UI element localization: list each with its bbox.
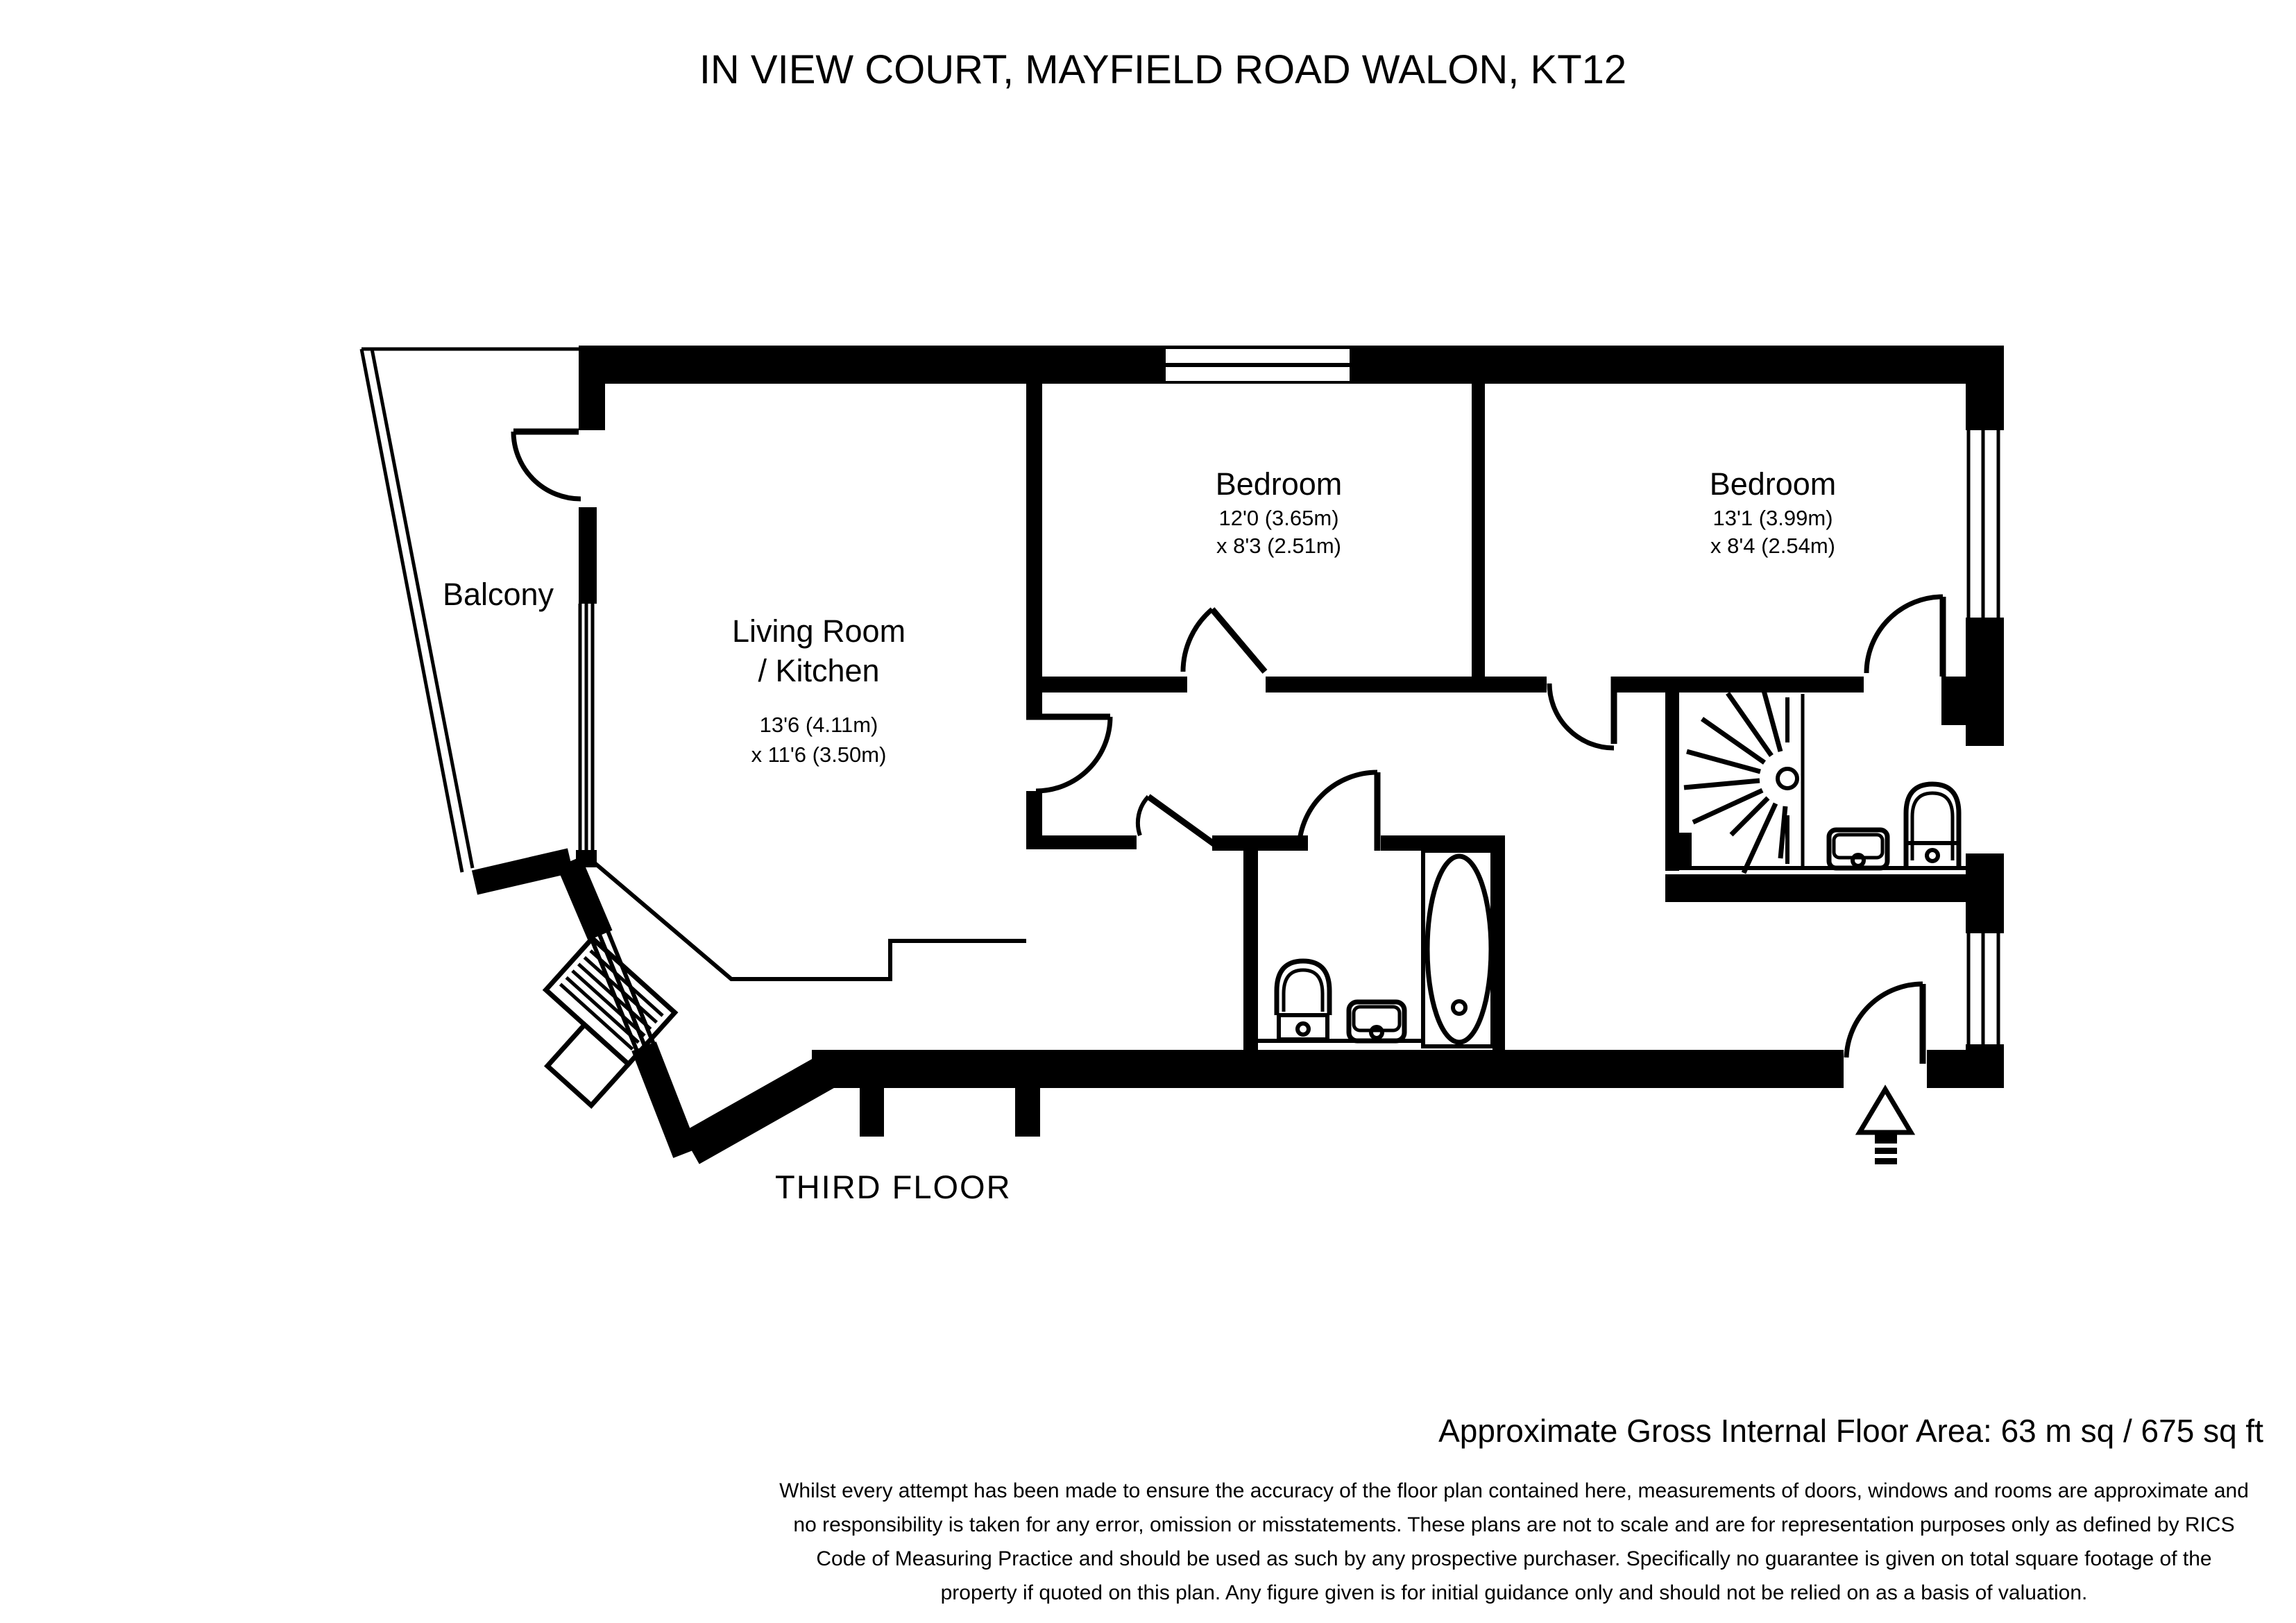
wall-diagonal-right [681,1054,838,1164]
entrance-arrow-icon [1855,1085,1916,1164]
door-arc [1135,794,1150,836]
kitchen-floor-lines [592,860,1026,981]
door-bedroom1 [1180,607,1268,674]
wall-cupboard-top-1 [1026,835,1137,849]
sink-icon [1346,999,1407,1044]
door-balcony [511,428,581,502]
sink-icon [1826,827,1890,871]
wall-balcony-bottom [471,848,574,895]
wall-bottom-left [812,1050,1844,1088]
window-right-bedroom2 [1966,430,2000,618]
wall-bathroom-top-2 [1381,835,1505,851]
bathroom-fixtures [1258,849,1495,1048]
page-title: IN VIEW COURT, MAYFIELD ROAD WALON, KT12 [699,47,1626,92]
wall-hall-top-3 [1617,677,1864,692]
wall-right-seg1 [1966,346,2004,430]
wall-hall-top-4 [1941,677,1974,725]
svg-text:Whilst every attempt has been: Whilst every attempt has been made to en… [779,1479,2249,1502]
label-floor: THIRD FLOOR [775,1169,1012,1205]
wall-bathroom-left [1243,851,1258,1050]
wall-ensuite-left [1665,692,1679,871]
ensuite-fixtures [1679,677,1966,874]
window-living-balcony [578,604,595,853]
wall-stub-below-1 [860,1088,884,1137]
svg-text:x 8'3 (2.51m): x 8'3 (2.51m) [1216,534,1341,558]
wall-cupboard-top-2 [1212,835,1247,851]
door-cupboard [1135,794,1218,848]
door-arc [1864,594,1944,674]
door-leaf [1146,794,1218,848]
toilet-icon [1903,781,1962,868]
svg-text:Living Room: Living Room [732,613,905,649]
door-entrance [1844,981,1926,1064]
disclaimer: Whilst every attempt has been made to en… [779,1479,2249,1604]
svg-text:Bedroom: Bedroom [1710,466,1837,502]
label-bedroom1: Bedroom 12'0 (3.65m) x 8'3 (2.51m) [1216,466,1343,558]
door-arc [1844,981,1923,1058]
wall-bathroom-top-1 [1247,835,1308,851]
toilet-icon [1274,958,1332,1042]
door-bathroom [1296,770,1381,851]
label-living-room: Living Room / Kitchen 13'6 (4.11m) x 11'… [732,613,905,767]
svg-text:13'6 (4.11m): 13'6 (4.11m) [760,713,878,737]
svg-text:x 8'4 (2.54m): x 8'4 (2.54m) [1710,534,1835,558]
wall-hall-top-2 [1266,677,1547,692]
wall-stub-below-2 [1015,1088,1040,1137]
interior-walls [1026,384,1974,1050]
door-ensuite [1864,594,1946,677]
kitchen-appliance-icon [542,935,679,1110]
door-living-hall [1026,713,1113,794]
door-bedroom2 [1547,677,1617,751]
wall-bathroom-right [1493,835,1505,1050]
area-note: Approximate Gross Internal Floor Area: 6… [1438,1413,2263,1449]
shower-icon [1683,677,1799,874]
wall-ensuite-bottom [1665,874,1974,902]
wall-diagonal-left-lower [631,1042,698,1158]
wall-bottom-right [1927,1050,2004,1088]
balcony-outline [359,347,579,873]
svg-text:12'0 (3.65m): 12'0 (3.65m) [1218,506,1338,530]
label-bedroom2: Bedroom 13'1 (3.99m) x 8'4 (2.54m) [1710,466,1837,558]
window-top-bedroom1 [1166,349,1350,381]
door-arc [511,431,581,502]
svg-text:Code of Measuring Practice and: Code of Measuring Practice and should be… [816,1547,2211,1570]
exterior-walls [471,346,2004,1164]
door-arc [1035,716,1113,794]
svg-text:Bedroom: Bedroom [1216,466,1343,502]
svg-text:no responsibility is taken for: no responsibility is taken for any error… [793,1513,2234,1536]
door-arc [1296,770,1378,851]
wall-bedroom1-bedroom2 [1472,384,1485,677]
svg-text:property if quoted on this pla: property if quoted on this plan. Any fig… [941,1581,2088,1604]
wall-balcony-living [576,384,605,867]
door-leaf [1209,607,1268,674]
wall-hall-top-1 [1036,677,1187,692]
wall-living-bedroom1 [1026,384,1042,714]
window-right-entrance [1966,933,2000,1044]
wall-diagonal-left-upper [556,856,613,941]
door-arc [1547,683,1615,751]
door-arc [1180,607,1214,672]
svg-text:13'1 (3.99m): 13'1 (3.99m) [1712,506,1832,530]
svg-text:x 11'6 (3.50m): x 11'6 (3.50m) [751,742,887,767]
bathtub-icon [1421,849,1495,1048]
svg-text:/ Kitchen: / Kitchen [758,653,879,688]
label-balcony: Balcony [443,577,554,612]
